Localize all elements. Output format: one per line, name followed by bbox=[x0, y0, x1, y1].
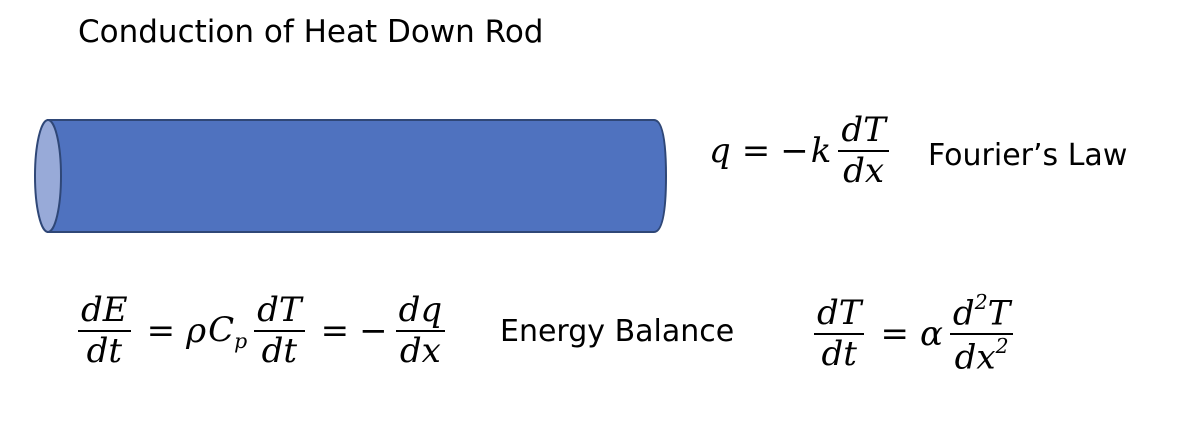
energy-balance-equation: dE dt = ρ Cp dT dt = − dq dx bbox=[72, 290, 451, 372]
fraction-bar bbox=[78, 330, 131, 333]
rod-end-face bbox=[34, 119, 62, 233]
fraction-bar bbox=[814, 333, 865, 336]
equals-sign: = bbox=[741, 131, 771, 172]
temperature-gradient-fraction: dT dx bbox=[838, 110, 889, 192]
fraction-bar bbox=[395, 330, 446, 333]
heat-capacity-symbol: Cp bbox=[208, 309, 248, 353]
fraction-denominator: dt bbox=[86, 331, 123, 372]
energy-balance-label: Energy Balance bbox=[500, 314, 735, 349]
equals-sign: = bbox=[320, 311, 350, 352]
fraction-numerator: d2T bbox=[952, 290, 1011, 334]
fourier-law-equation: q = − k dT dx bbox=[708, 110, 895, 192]
conductivity-symbol: k bbox=[810, 131, 832, 172]
energy-rate-fraction: dE dt bbox=[78, 290, 131, 372]
temperature-rate-fraction: dT dt bbox=[254, 290, 305, 372]
rod-illustration bbox=[34, 119, 668, 233]
minus-sign: − bbox=[780, 131, 809, 172]
fraction-numerator: dE bbox=[81, 290, 128, 330]
fraction-denominator: dx bbox=[843, 151, 885, 192]
minus-sign: − bbox=[359, 311, 388, 352]
equals-sign: = bbox=[880, 314, 909, 355]
fraction-bar bbox=[254, 330, 305, 333]
fraction-numerator: dT bbox=[817, 293, 862, 334]
equals-sign: = bbox=[146, 311, 176, 352]
temperature-rate-fraction: dT dt bbox=[814, 293, 865, 375]
fraction-bar bbox=[949, 333, 1014, 336]
density-symbol: ρ bbox=[186, 311, 207, 352]
fraction-numerator: dq bbox=[398, 290, 443, 330]
fraction-numerator: dT bbox=[257, 290, 302, 330]
rod-body bbox=[47, 119, 668, 233]
fraction-denominator: dt bbox=[261, 331, 298, 372]
fraction-denominator: dt bbox=[821, 334, 857, 375]
fourier-law-label: Fourier’s Law bbox=[928, 138, 1128, 173]
fraction-bar bbox=[838, 150, 889, 153]
second-derivative-fraction: d2T dx2 bbox=[949, 290, 1014, 378]
diffusivity-symbol: α bbox=[919, 314, 943, 355]
flux-gradient-fraction: dq dx bbox=[395, 290, 446, 372]
heat-flux-symbol: q bbox=[709, 131, 731, 172]
heat-equation: dT dt = α d2T dx2 bbox=[808, 290, 1019, 378]
fraction-denominator: dx bbox=[399, 331, 441, 372]
fraction-denominator: dx2 bbox=[954, 334, 1009, 378]
fraction-numerator: dT bbox=[841, 110, 886, 150]
diagram-title: Conduction of Heat Down Rod bbox=[78, 14, 544, 50]
